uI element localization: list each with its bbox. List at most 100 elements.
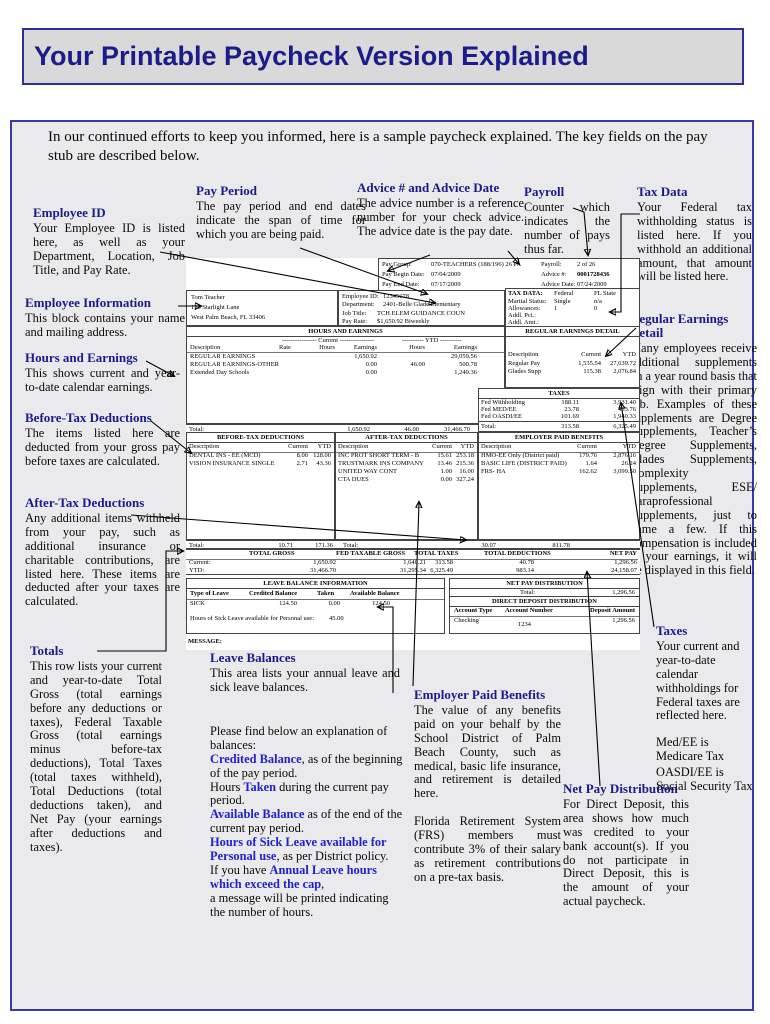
callout-body: The value of any benefits paid on your b…: [414, 703, 561, 801]
deduction-row: INC PROT SHORT TERM - B: [338, 452, 420, 459]
deduction-row: VISION INSURANCE SINGLE: [189, 460, 275, 467]
employee-address-1: 123 Starlight Lane: [191, 304, 240, 311]
employee-id-value: 12345678: [383, 293, 409, 300]
net-pay-box: NET PAY DISTRIBUTION Total: 1,296.56 DIR…: [449, 578, 640, 634]
available-balance-term: Available Balance: [210, 807, 305, 822]
advice-date-value: 07/24/2009: [577, 281, 607, 288]
callout-body: This shows current and year-to-date cale…: [25, 366, 180, 394]
callout-body: The pay period and end dates indicate th…: [196, 199, 366, 241]
taxes-total-label: Total:: [481, 423, 497, 430]
advice-number-label: Advice #:: [541, 271, 567, 278]
callout-heading: Pay Period: [196, 183, 258, 198]
callout-heading: Advice # and Advice Date: [357, 180, 500, 195]
tax-data-title: TAX DATA:: [508, 290, 543, 297]
net-pay-title: NET PAY DISTRIBUTION: [450, 579, 639, 589]
callout-body: Your current and year-to-date calendar w…: [656, 639, 740, 723]
hours-earnings-title: HOURS AND EARNINGS: [187, 327, 504, 337]
callout-hours-and-earnings: Hours and Earnings This shows current an…: [25, 350, 180, 395]
balances-explanation: Please find below an explanation of bala…: [210, 723, 406, 919]
callout-heading: Leave Balances: [210, 650, 296, 665]
callout-body: Your Federal tax withholding status is l…: [637, 200, 752, 284]
callout-heading: Payroll: [524, 184, 565, 199]
benefit-row: BASIC LIFE (DISTRICT PAID): [481, 460, 567, 467]
red-row: Regular Pay: [508, 360, 540, 367]
pay-end-label: Pay End Date:: [382, 281, 420, 288]
callout-body: The items listed here are deducted from …: [25, 426, 180, 468]
totals-band: TOTAL GROSS FED TAXABLE GROSS TOTAL TAXE…: [186, 549, 640, 575]
earnings-row: REGULAR EARNINGS-OTHER: [190, 361, 280, 368]
tax-data-box: TAX DATA: Federal FL State Marital Statu…: [505, 288, 640, 327]
callout-advice: Advice # and Advice Date The advice numb…: [357, 180, 524, 239]
page-title: Your Printable Paycheck Version Explaine…: [34, 41, 589, 71]
callout-body: This area lists your annual leave and si…: [210, 666, 400, 694]
leave-balance-title: LEAVE BALANCE INFORMATION: [187, 579, 444, 589]
callout-employee-information: Employee Information This block contains…: [25, 295, 185, 340]
deduction-row: TRUSTMARK INS COMPANY: [338, 460, 424, 467]
callout-before-tax: Before-Tax Deductions The items listed h…: [25, 410, 180, 469]
deduction-row: UNITED WAY CONT: [338, 468, 397, 475]
employee-address-2: West Palm Beach, FL 33406: [191, 314, 266, 321]
taxes-section: TAXES Fed Withholding 188.11 3,931.40 Fe…: [478, 388, 640, 432]
callout-payroll: Payroll Counter which indicates the numb…: [524, 184, 610, 257]
stub-header-box: Pay Group: 070-TEACHERS (188/196) 26 PA …: [378, 258, 640, 291]
benefit-row: FRS- HA: [481, 468, 506, 475]
callout-heading: Hours and Earnings: [25, 350, 138, 365]
job-title-label: Job Title:: [342, 310, 367, 317]
intro-text: In our continued efforts to keep you inf…: [48, 129, 708, 164]
callout-taxes: Taxes Your current and year-to-date cale…: [656, 623, 756, 794]
callout-body: Counter which indicates the number of pa…: [524, 200, 610, 256]
sick-leave-note-value: 45.00: [329, 615, 344, 622]
callout-heading: Employee Information: [25, 295, 152, 310]
callout-heading: Totals: [30, 643, 64, 658]
benefit-row: HMO-EE Only (District paid): [481, 452, 560, 459]
pay-group-value: 070-TEACHERS (188/196) 26 PA: [431, 261, 522, 268]
pay-rate-value: $1,650.92 Biweekly: [377, 318, 430, 325]
advice-number-value: 0001728436: [577, 271, 610, 278]
title-banner: Your Printable Paycheck Version Explaine…: [22, 28, 744, 85]
advice-date-label: Advice Date:: [541, 281, 576, 288]
callout-employer-paid-benefits: Employer Paid Benefits The value of any …: [414, 687, 561, 885]
direct-deposit-title: DIRECT DEPOSIT DISTRIBUTION: [450, 596, 639, 607]
department-value: 2401-Belle Glade Elementary: [383, 301, 461, 308]
deduction-row: CTA DUES: [338, 476, 369, 483]
after-tax-section: AFTER-TAX DEDUCTIONS Description Current…: [335, 432, 478, 540]
pay-end-value: 07/17/2009: [431, 281, 461, 288]
pay-begin-value: 07/04/2009: [431, 271, 461, 278]
callout-body: Your Employee ID is listed here, as well…: [33, 221, 185, 277]
before-tax-section: BEFORE-TAX DEDUCTIONS Description Curren…: [186, 432, 335, 540]
employee-id-label: Employee ID:: [342, 293, 379, 300]
regular-earnings-detail-title: REGULAR EARNINGS DETAIL: [506, 327, 639, 337]
hours-earnings-section: HOURS AND EARNINGS ---------------- Curr…: [186, 326, 505, 424]
red-row: Glades Supp: [508, 368, 542, 375]
callout-body: The advice number is a reference number …: [357, 196, 524, 238]
after-tax-title: AFTER-TAX DEDUCTIONS: [336, 433, 477, 443]
leave-row: SICK: [190, 600, 205, 607]
balances-intro: Please find below an explanation of bala…: [210, 724, 403, 919]
pay-group-label: Pay Group:: [382, 261, 412, 268]
earnings-row: Extended Day Schools: [190, 369, 250, 376]
callout-net-pay-distribution: Net Pay Distribution For Direct Deposit,…: [563, 781, 689, 909]
message-label: MESSAGE:: [188, 638, 222, 645]
pay-rate-label: Pay Rate:: [342, 318, 368, 325]
callout-after-tax: After-Tax Deductions Any additional item…: [25, 495, 180, 609]
callout-regular-earnings-detail: Regular Earnings Detail Many employees r…: [630, 311, 757, 578]
callout-heading: After-Tax Deductions: [25, 495, 145, 510]
callout-tax-data: Tax Data Your Federal tax withholding st…: [637, 184, 752, 284]
pay-begin-label: Pay Begin Date:: [382, 271, 425, 278]
sick-leave-note-label: Hours of Sick Leave available for Person…: [190, 615, 315, 622]
callout-heading: Tax Data: [637, 184, 688, 199]
callout-body: Any additional items withheld from your …: [25, 511, 180, 609]
deduction-row: DENTAL INS - EE (MCD): [189, 452, 261, 459]
tax-row: Fed OASDI/EE: [481, 413, 522, 420]
callout-heading: Regular Earnings Detail: [630, 311, 729, 341]
employee-info-box: Employee ID: 12345678 Department: 2401-B…: [338, 290, 505, 326]
earnings-row: REGULAR EARNINGS: [190, 353, 256, 360]
callout-body: Many employees receive additional supple…: [630, 341, 757, 578]
department-label: Department:: [342, 301, 375, 308]
callout-heading: Before-Tax Deductions: [25, 410, 152, 425]
credited-balance-term: Credited Balance: [210, 751, 302, 766]
before-tax-title: BEFORE-TAX DEDUCTIONS: [187, 433, 334, 443]
callout-heading: Employee ID: [33, 205, 106, 220]
leave-balance-box: LEAVE BALANCE INFORMATION Type of Leave …: [186, 578, 445, 634]
taxes-title: TAXES: [479, 389, 639, 399]
